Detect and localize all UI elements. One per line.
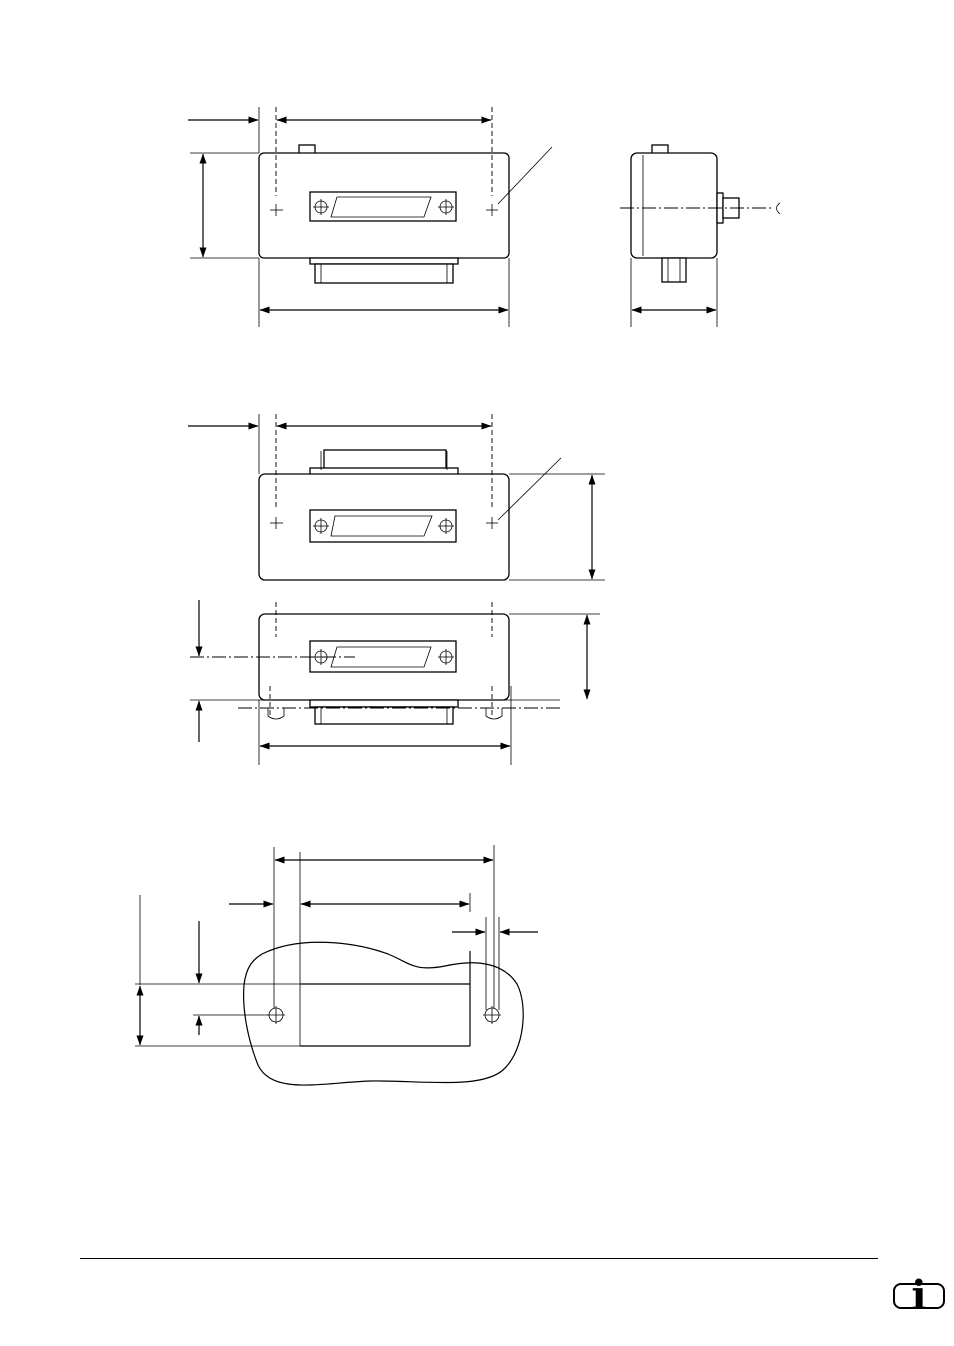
mounting-cutout bbox=[135, 845, 538, 1086]
front-view-2 bbox=[188, 414, 605, 581]
side-view-1 bbox=[620, 144, 781, 327]
footer-rule bbox=[80, 1258, 878, 1259]
bottom-view-2 bbox=[190, 600, 600, 765]
info-icon: i bbox=[893, 1276, 945, 1316]
info-glyph: i bbox=[911, 1272, 927, 1319]
front-view-1 bbox=[188, 107, 553, 327]
